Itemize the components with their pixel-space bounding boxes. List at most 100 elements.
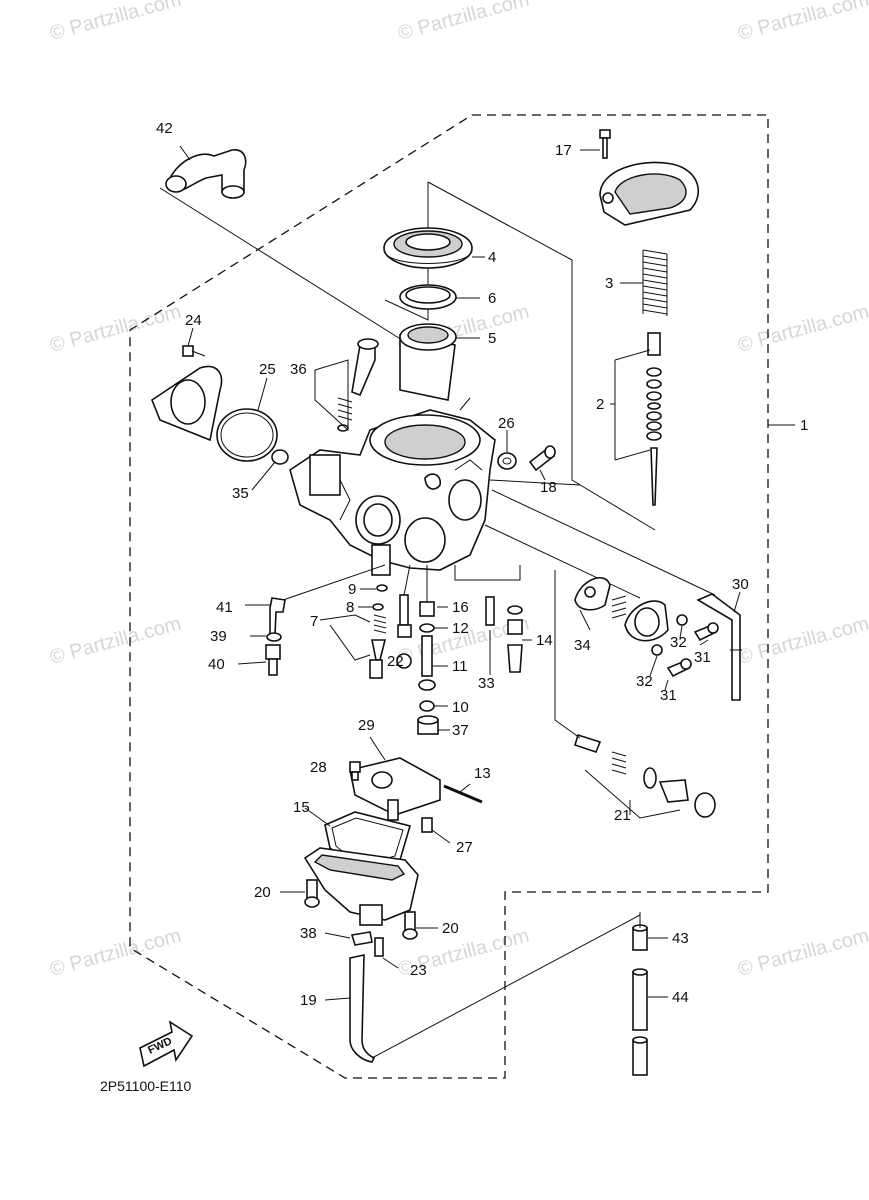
part-plug-35 (251, 449, 289, 491)
fwd-arrow-icon: FWD (139, 1020, 194, 1068)
part-screw-31b (664, 658, 692, 691)
watermark-text: © Partzilla.com (736, 301, 869, 357)
callout-19: 19 (300, 992, 317, 1009)
part-spring-7 (319, 614, 387, 679)
leader-line (489, 479, 581, 486)
part-jet-10 (419, 700, 448, 712)
part-clamp-38 (324, 931, 373, 946)
callout-34: 34 (574, 637, 591, 654)
callout-28: 28 (310, 759, 327, 776)
watermark-text: © Partzilla.com (48, 0, 184, 45)
part-valve-14 (507, 605, 532, 673)
callout-27: 27 (456, 839, 473, 856)
callout-33: 33 (478, 675, 495, 692)
part-screw-36 (314, 338, 379, 432)
callout-5: 5 (488, 330, 496, 347)
callout-30: 30 (732, 576, 749, 593)
callout-31a: 31 (694, 649, 711, 666)
part-holder-37 (417, 715, 450, 735)
callout-20a: 20 (254, 884, 271, 901)
part-screw-23 (374, 937, 399, 969)
callout-16: 16 (452, 599, 469, 616)
watermark-text: © Partzilla.com (736, 925, 869, 981)
part-lever-41 (245, 564, 386, 636)
part-washer-8 (358, 603, 384, 611)
callout-11: 11 (452, 658, 468, 675)
part-screw-21 (554, 570, 716, 819)
part-screw-18 (528, 445, 556, 481)
part-washer-32b (649, 644, 663, 677)
part-lever-29 (349, 736, 441, 821)
callout-4: 4 (488, 249, 496, 266)
part-diaphragm-4 (383, 227, 485, 269)
callout-32a: 32 (670, 634, 687, 651)
callout-42: 42 (156, 120, 173, 137)
callout-39: 39 (210, 628, 227, 645)
callout-29: 29 (358, 717, 375, 734)
part-plate-25 (151, 365, 278, 462)
leader-line (571, 260, 656, 531)
part-oring-9 (360, 584, 388, 592)
callout-38: 38 (300, 925, 317, 942)
part-pipe-30 (696, 591, 742, 701)
callout-31b: 31 (660, 687, 677, 704)
part-ring-6 (399, 284, 480, 310)
part-float-bowl (303, 847, 419, 926)
callout-41: 41 (216, 599, 233, 616)
callout-12: 12 (452, 620, 469, 637)
part-screw-28 (349, 761, 361, 781)
callout-2: 2 (596, 396, 604, 413)
watermark-text: © Partzilla.com (396, 0, 532, 45)
part-hose-42 (159, 145, 411, 346)
callout-18: 18 (540, 479, 557, 496)
leader-line (491, 489, 716, 596)
part-needle-set-2 (610, 332, 662, 506)
callout-26: 26 (498, 415, 515, 432)
leader-line (484, 524, 641, 599)
part-screw-20a (280, 879, 320, 908)
callout-43: 43 (672, 930, 689, 947)
part-screw-20b (402, 911, 438, 940)
part-screw-27 (421, 817, 451, 844)
callout-13: 13 (474, 765, 491, 782)
callout-7: 7 (310, 613, 318, 630)
callout-6: 6 (488, 290, 496, 307)
part-screw-24 (182, 327, 206, 357)
callout-24: 24 (185, 312, 202, 329)
callout-40: 40 (208, 656, 225, 673)
callout-17: 17 (555, 142, 572, 159)
part-screw-31a (693, 622, 719, 646)
part-hose-44 (632, 968, 668, 1076)
callout-21: 21 (614, 807, 631, 824)
part-valve-40 (237, 644, 281, 676)
callout-37: 37 (452, 722, 469, 739)
watermark-text: © Partzilla.com (48, 613, 184, 669)
callout-35: 35 (232, 485, 249, 502)
part-jet-16 (419, 565, 448, 617)
part-needle-jet-11 (418, 635, 448, 691)
callout-15: 15 (293, 799, 310, 816)
callout-36: 36 (290, 361, 307, 378)
callout-10: 10 (452, 699, 469, 716)
callout-22: 22 (387, 653, 404, 670)
callout-1: 1 (800, 417, 808, 434)
assembly-boundary (129, 114, 769, 1079)
part-piston-5 (399, 323, 480, 401)
leader-line (427, 181, 573, 261)
part-screw-17 (580, 129, 611, 159)
callout-20b: 20 (442, 920, 459, 937)
watermark-text: © Partzilla.com (736, 0, 869, 45)
drawing-code: 2P51100-E110 (100, 1078, 192, 1094)
part-spring-3 (620, 249, 668, 316)
callout-25: 25 (259, 361, 276, 378)
part-jet-22 (396, 564, 412, 669)
callout-8: 8 (346, 599, 354, 616)
callout-23: 23 (410, 962, 427, 979)
carburetor-body (289, 397, 496, 576)
part-fitting-43 (632, 912, 668, 951)
part-nut-26 (497, 430, 517, 470)
part-hose-19 (324, 914, 641, 1063)
part-cover-34 (574, 577, 669, 642)
watermark-text: © Partzilla.com (48, 301, 184, 357)
